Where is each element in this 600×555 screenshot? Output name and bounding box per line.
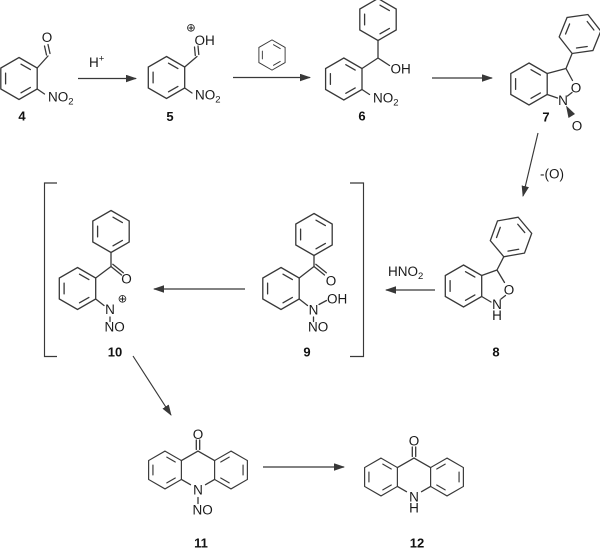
compound-number-11: 11 bbox=[194, 536, 208, 551]
benzo-ring-right bbox=[430, 457, 464, 497]
atom-label-nh: H bbox=[492, 308, 502, 323]
plus-charge-icon: ⊕ bbox=[186, 21, 196, 35]
bond-lines bbox=[95, 251, 124, 323]
compound-5: ⊕ OH NO2 5 bbox=[147, 21, 221, 124]
compound-number-6: 6 bbox=[358, 109, 365, 124]
compound-8: O N H 8 bbox=[444, 210, 536, 360]
compound-12: O N H 12 bbox=[364, 434, 464, 551]
benzene-ring bbox=[324, 57, 363, 101]
phenyl-ring bbox=[295, 212, 333, 257]
atom-label-nitro: NO2 bbox=[48, 90, 74, 108]
atom-label-oxide-o: O bbox=[572, 119, 583, 134]
benzo-ring-left bbox=[364, 457, 398, 497]
reaction-arrow-step5: HNO2 bbox=[385, 264, 435, 294]
compound-10: O N ⊕ NO 10 bbox=[58, 209, 132, 360]
atom-label-carbonyl-o: O bbox=[121, 272, 132, 287]
compound-number-7: 7 bbox=[542, 110, 549, 125]
benzene-reagent-ring bbox=[258, 39, 286, 71]
reaction-arrow-step4: -(O) bbox=[521, 132, 564, 197]
bond-lines bbox=[361, 39, 391, 96]
atom-label-nitroso: NO bbox=[105, 320, 125, 335]
bond-lines bbox=[36, 43, 51, 95]
compound-number-4: 4 bbox=[18, 109, 26, 124]
phenyl-ring bbox=[554, 7, 600, 61]
compound-9: O N OH NO 9 bbox=[262, 212, 347, 360]
arrow-line bbox=[132, 355, 172, 416]
atom-label-hydroxyl: OH bbox=[391, 62, 411, 77]
bond-lines bbox=[180, 439, 216, 505]
atom-label-ring-n: N bbox=[193, 483, 203, 498]
plus-charge-icon: ⊕ bbox=[118, 292, 128, 306]
atom-label-ring-o: O bbox=[571, 81, 582, 96]
phenyl-ring bbox=[359, 0, 397, 42]
benzene-ring bbox=[510, 62, 548, 106]
compound-number-8: 8 bbox=[492, 345, 499, 360]
atom-label-ring-o: O bbox=[504, 283, 515, 298]
arrow-line bbox=[521, 132, 539, 197]
bracket-right bbox=[350, 182, 365, 358]
bond-lines bbox=[546, 53, 574, 99]
atom-label-nitroso: NO bbox=[308, 320, 328, 335]
atom-label-carbonyl-o: O bbox=[326, 274, 337, 289]
reaction-arrow-step7 bbox=[132, 355, 172, 416]
atom-label-nitro: NO2 bbox=[195, 88, 221, 106]
compound-number-12: 12 bbox=[410, 536, 424, 551]
atom-label-carbonyl-o: O bbox=[409, 434, 420, 449]
atom-label-hydroxyl: OH bbox=[327, 292, 347, 307]
atom-label-ring-n: N bbox=[409, 490, 419, 505]
bond-lines bbox=[184, 45, 200, 94]
atom-label-hydroxyl: OH bbox=[195, 33, 215, 48]
compound-number-10: 10 bbox=[108, 345, 122, 360]
compound-number-5: 5 bbox=[166, 109, 173, 124]
atom-label-carbonyl-o: O bbox=[42, 30, 53, 45]
condition-label-minus-o: -(O) bbox=[540, 167, 564, 182]
atom-label-nitroso: NO bbox=[193, 503, 213, 518]
atom-label-ring-n: N bbox=[558, 93, 568, 108]
phenyl-ring bbox=[486, 210, 536, 264]
benzene-ring bbox=[444, 264, 483, 308]
reagent-label-hno2: HNO2 bbox=[388, 264, 423, 282]
reagent-label-h-plus: H+ bbox=[89, 54, 105, 71]
benzene-ring bbox=[147, 55, 186, 100]
benzo-ring-right bbox=[214, 450, 248, 490]
compound-6: OH NO2 6 bbox=[324, 0, 411, 124]
compound-7: O N O 7 bbox=[510, 7, 600, 134]
atom-label-nitro: NO2 bbox=[373, 91, 399, 109]
compound-11: O N NO 11 bbox=[148, 427, 248, 551]
compound-number-9: 9 bbox=[303, 345, 310, 360]
atom-label-n: N bbox=[105, 302, 115, 317]
benzene-ring bbox=[0, 56, 38, 101]
benzo-ring-left bbox=[148, 450, 182, 490]
compound-4: O NO2 4 bbox=[0, 30, 74, 124]
phenyl-ring bbox=[92, 209, 130, 254]
reaction-arrow-step1: H+ bbox=[78, 54, 137, 83]
bond-lines bbox=[481, 256, 507, 303]
bracket-left bbox=[43, 182, 57, 358]
bond-lines bbox=[396, 446, 432, 493]
n-oxide-wedge-bond bbox=[566, 105, 575, 118]
benzene-ring bbox=[262, 266, 300, 311]
atom-label-ring-n: N bbox=[492, 297, 502, 312]
atom-label-n: N bbox=[309, 303, 319, 318]
bond-lines bbox=[298, 254, 328, 323]
reaction-arrow-step2 bbox=[233, 39, 311, 82]
atom-label-carbonyl-o: O bbox=[193, 427, 204, 442]
atom-label-nh: H bbox=[409, 501, 419, 516]
benzene-ring bbox=[58, 266, 97, 311]
